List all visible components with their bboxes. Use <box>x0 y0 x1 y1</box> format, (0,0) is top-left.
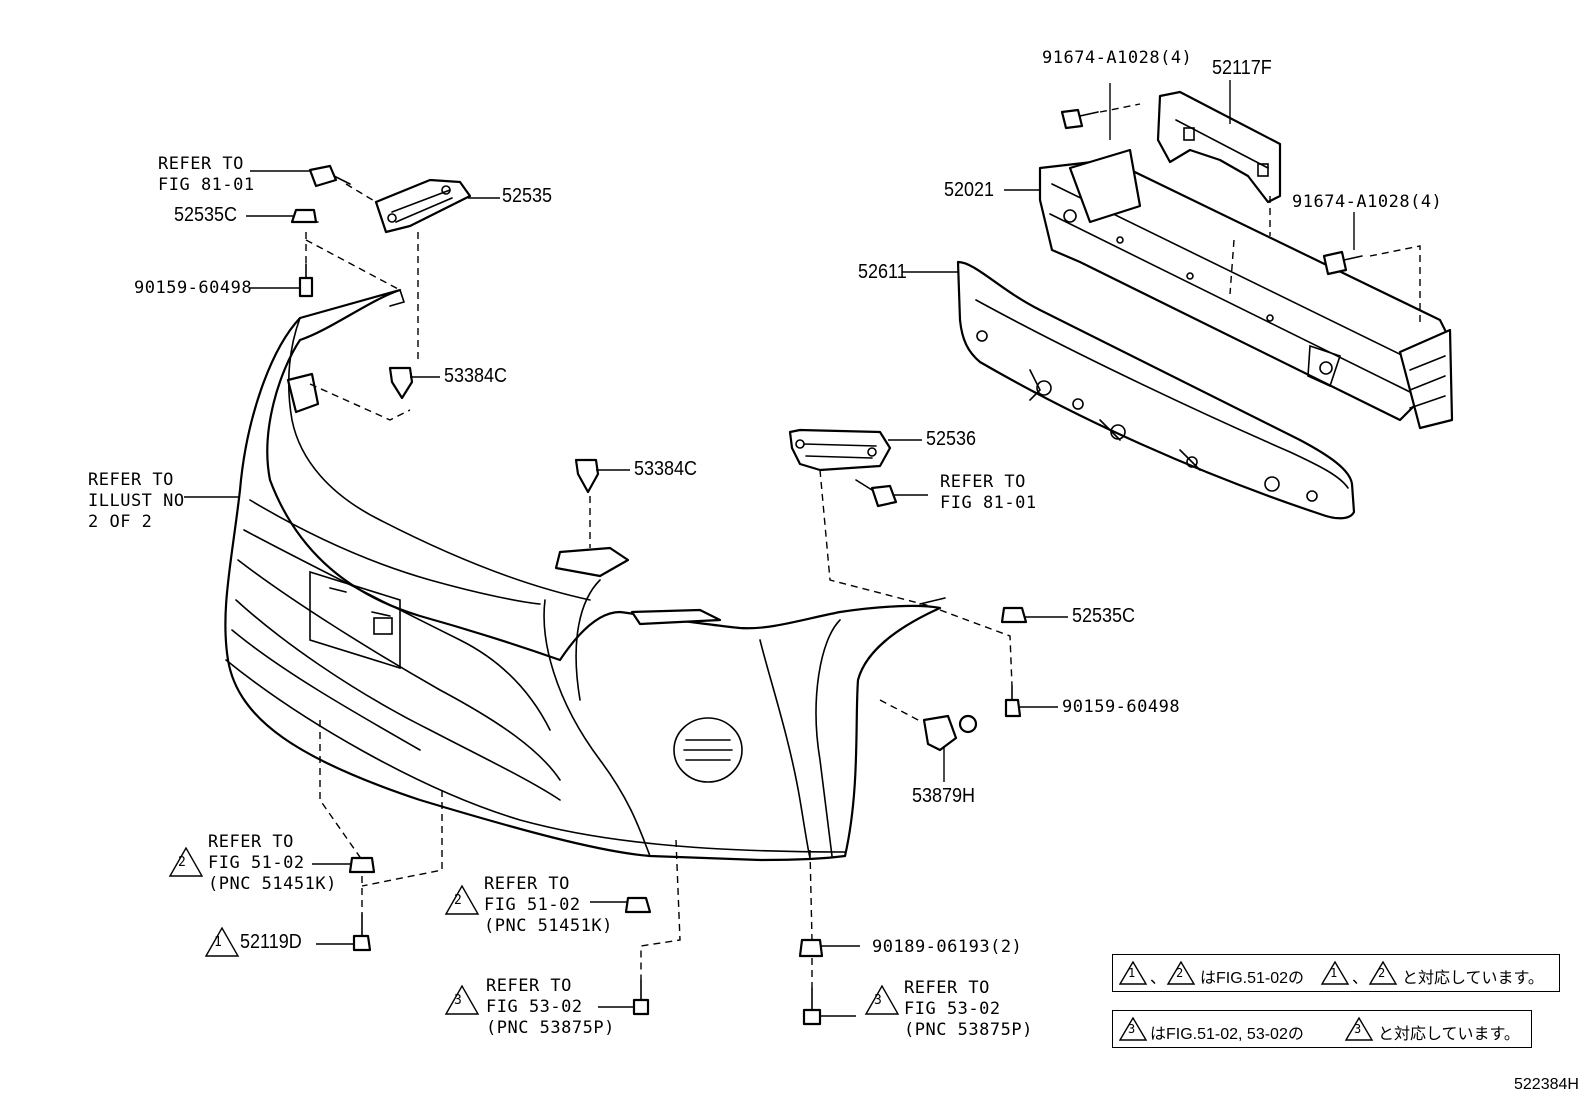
note2-text-b: と対応しています。 <box>1378 1026 1520 1043</box>
note1-badge-2a: 2 <box>1176 966 1184 980</box>
badge-2-left: 2 <box>178 855 187 870</box>
refer-fig-81-01-left-line1: REFER TO <box>158 154 244 174</box>
part-label-53384C-left: 53384C <box>444 365 508 387</box>
part-label-90159-left: 90159-60498 <box>134 278 253 298</box>
part-label-52535C-left: 52535C <box>174 204 238 226</box>
refer-fig-81-01-right-line1: REFER TO <box>940 472 1026 492</box>
part-label-52611: 52611 <box>858 261 907 283</box>
refer-fig-51-02-mid-line2: FIG 51-02 <box>484 895 581 915</box>
refer-fig-53-02-left-line1: REFER TO <box>486 976 572 996</box>
part-label-53384C-center: 53384C <box>634 458 698 480</box>
refer-fig-81-01-right-line2: FIG 81-01 <box>940 493 1037 513</box>
refer-fig-51-02-left-line1: REFER TO <box>208 832 294 852</box>
note2-badge-3b: 3 <box>1354 1022 1362 1036</box>
part-label-52119D: 52119D <box>240 931 302 953</box>
note1-text-a: はFIG.51-02の <box>1200 970 1305 987</box>
part-label-52535C-right: 52535C <box>1072 605 1136 627</box>
refer-fig-51-02-left-line2: FIG 51-02 <box>208 853 305 873</box>
part-label-53879H: 53879H <box>912 785 976 807</box>
figure-ref-code: 522384H <box>1514 1076 1579 1093</box>
bumper-reinforcement <box>1038 148 1454 430</box>
note-triangles <box>168 846 1398 1041</box>
bumper-absorber <box>956 260 1356 520</box>
part-label-52535: 52535 <box>502 185 553 207</box>
refer-fig-51-02-mid-line1: REFER TO <box>484 874 570 894</box>
refer-fig-53-02-right-line2: FIG 53-02 <box>904 999 1001 1019</box>
part-label-52117F: 52117F <box>1212 57 1272 79</box>
refer-fig-53-02-right-line1: REFER TO <box>904 978 990 998</box>
note1-badge-1a: 1 <box>1128 966 1136 980</box>
refer-illust-line1: REFER TO <box>88 470 174 490</box>
note1-text-c: と対応しています。 <box>1402 970 1544 987</box>
note1-sep: 、 <box>1150 970 1167 987</box>
badge-2-mid: 2 <box>454 893 463 908</box>
note-box-2 <box>1112 1010 1532 1048</box>
note-box-1 <box>1112 954 1560 992</box>
note2-badge-3a: 3 <box>1128 1022 1136 1036</box>
front-bumper-cover <box>224 288 946 862</box>
bracket-52117F <box>1156 90 1282 204</box>
assembly-lines <box>305 103 1421 988</box>
badge-3-right: 3 <box>874 993 883 1008</box>
refer-fig-81-01-left-line2: FIG 81-01 <box>158 175 255 195</box>
refer-fig-53-02-right-line3: (PNC 53875P) <box>904 1020 1033 1040</box>
refer-fig-53-02-left-line3: (PNC 53875P) <box>486 1018 615 1038</box>
note1-badge-2b: 2 <box>1378 966 1386 980</box>
part-label-91674-top: 91674-A1028(4) <box>1042 48 1193 68</box>
part-label-52021: 52021 <box>944 179 995 201</box>
refer-illust-line2: ILLUST NO <box>88 491 185 511</box>
part-label-90189: 90189-06193(2) <box>872 937 1023 957</box>
retainer-52536 <box>788 428 892 472</box>
refer-fig-51-02-left-line3: (PNC 51451K) <box>208 874 337 894</box>
note1-badge-1b: 1 <box>1330 966 1338 980</box>
refer-fig-53-02-left-line2: FIG 53-02 <box>486 997 583 1017</box>
fasteners <box>290 108 1363 1026</box>
badge-1-52119D: 1 <box>214 935 223 950</box>
part-label-90159-right: 90159-60498 <box>1062 697 1181 717</box>
note2-text-a: はFIG.51-02, 53-02の <box>1150 1026 1304 1043</box>
badge-3-left: 3 <box>454 993 463 1008</box>
leader-lines <box>184 80 1355 1017</box>
refer-fig-51-02-mid-line3: (PNC 51451K) <box>484 916 613 936</box>
part-label-52536: 52536 <box>926 428 977 450</box>
part-label-91674-right: 91674-A1028(4) <box>1292 192 1443 212</box>
refer-illust-line3: 2 OF 2 <box>88 512 153 532</box>
retainer-52535 <box>374 178 472 234</box>
note1-text-b: 、 <box>1352 970 1369 987</box>
